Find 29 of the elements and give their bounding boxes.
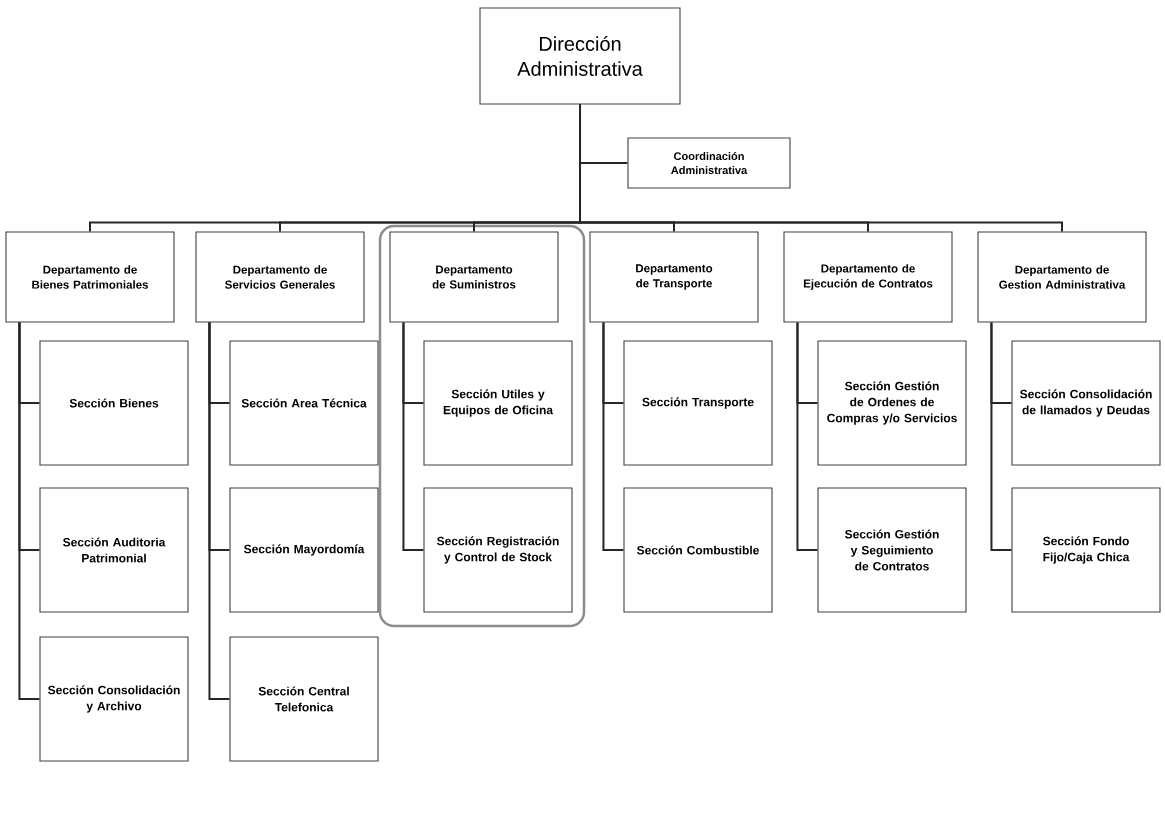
connector-line <box>208 321 231 700</box>
director-box: Dirección Administrativa <box>479 7 681 105</box>
section-box: Sección Fondo Fijo/Caja Chica <box>1011 487 1161 613</box>
connector-line <box>990 321 1013 551</box>
section-box: Sección Combustible <box>623 487 773 613</box>
connector-line <box>579 103 1063 233</box>
section-box: Sección Mayordomía <box>229 487 379 613</box>
section-box: Sección Auditoria Patrimonial <box>39 487 189 613</box>
connector-line <box>796 321 819 551</box>
section-box: Sección Area Técnica <box>229 340 379 466</box>
department-box: Departamento de Transporte <box>589 231 759 323</box>
coordination-box: Coordinación Administrativa <box>627 137 791 189</box>
department-box: Departamento de Servicios Generales <box>195 231 365 323</box>
section-box: Sección Utiles y Equipos de Oficina <box>423 340 573 466</box>
section-box: Sección Registración y Control de Stock <box>423 487 573 613</box>
section-box: Sección Bienes <box>39 340 189 466</box>
department-box: Departamento de Suministros <box>389 231 559 323</box>
section-box: Sección Transporte <box>623 340 773 466</box>
connector-line <box>402 321 425 551</box>
department-box: Departamento de Gestion Administrativa <box>977 231 1147 323</box>
connector-line <box>602 321 625 551</box>
department-box: Departamento de Ejecución de Contratos <box>783 231 953 323</box>
section-box: Sección Gestión y Seguimiento de Contratos <box>817 487 967 613</box>
connector-line <box>18 321 41 700</box>
section-box: Sección Consolidación y Archivo <box>39 636 189 762</box>
department-box: Departamento de Bienes Patrimoniales <box>5 231 175 323</box>
section-box: Sección Gestión de Ordenes de Compras y/o Servicios <box>817 340 967 466</box>
section-box: Sección Consolidación de llamados y Deudas <box>1011 340 1161 466</box>
section-box: Sección Central Telefonica <box>229 636 379 762</box>
